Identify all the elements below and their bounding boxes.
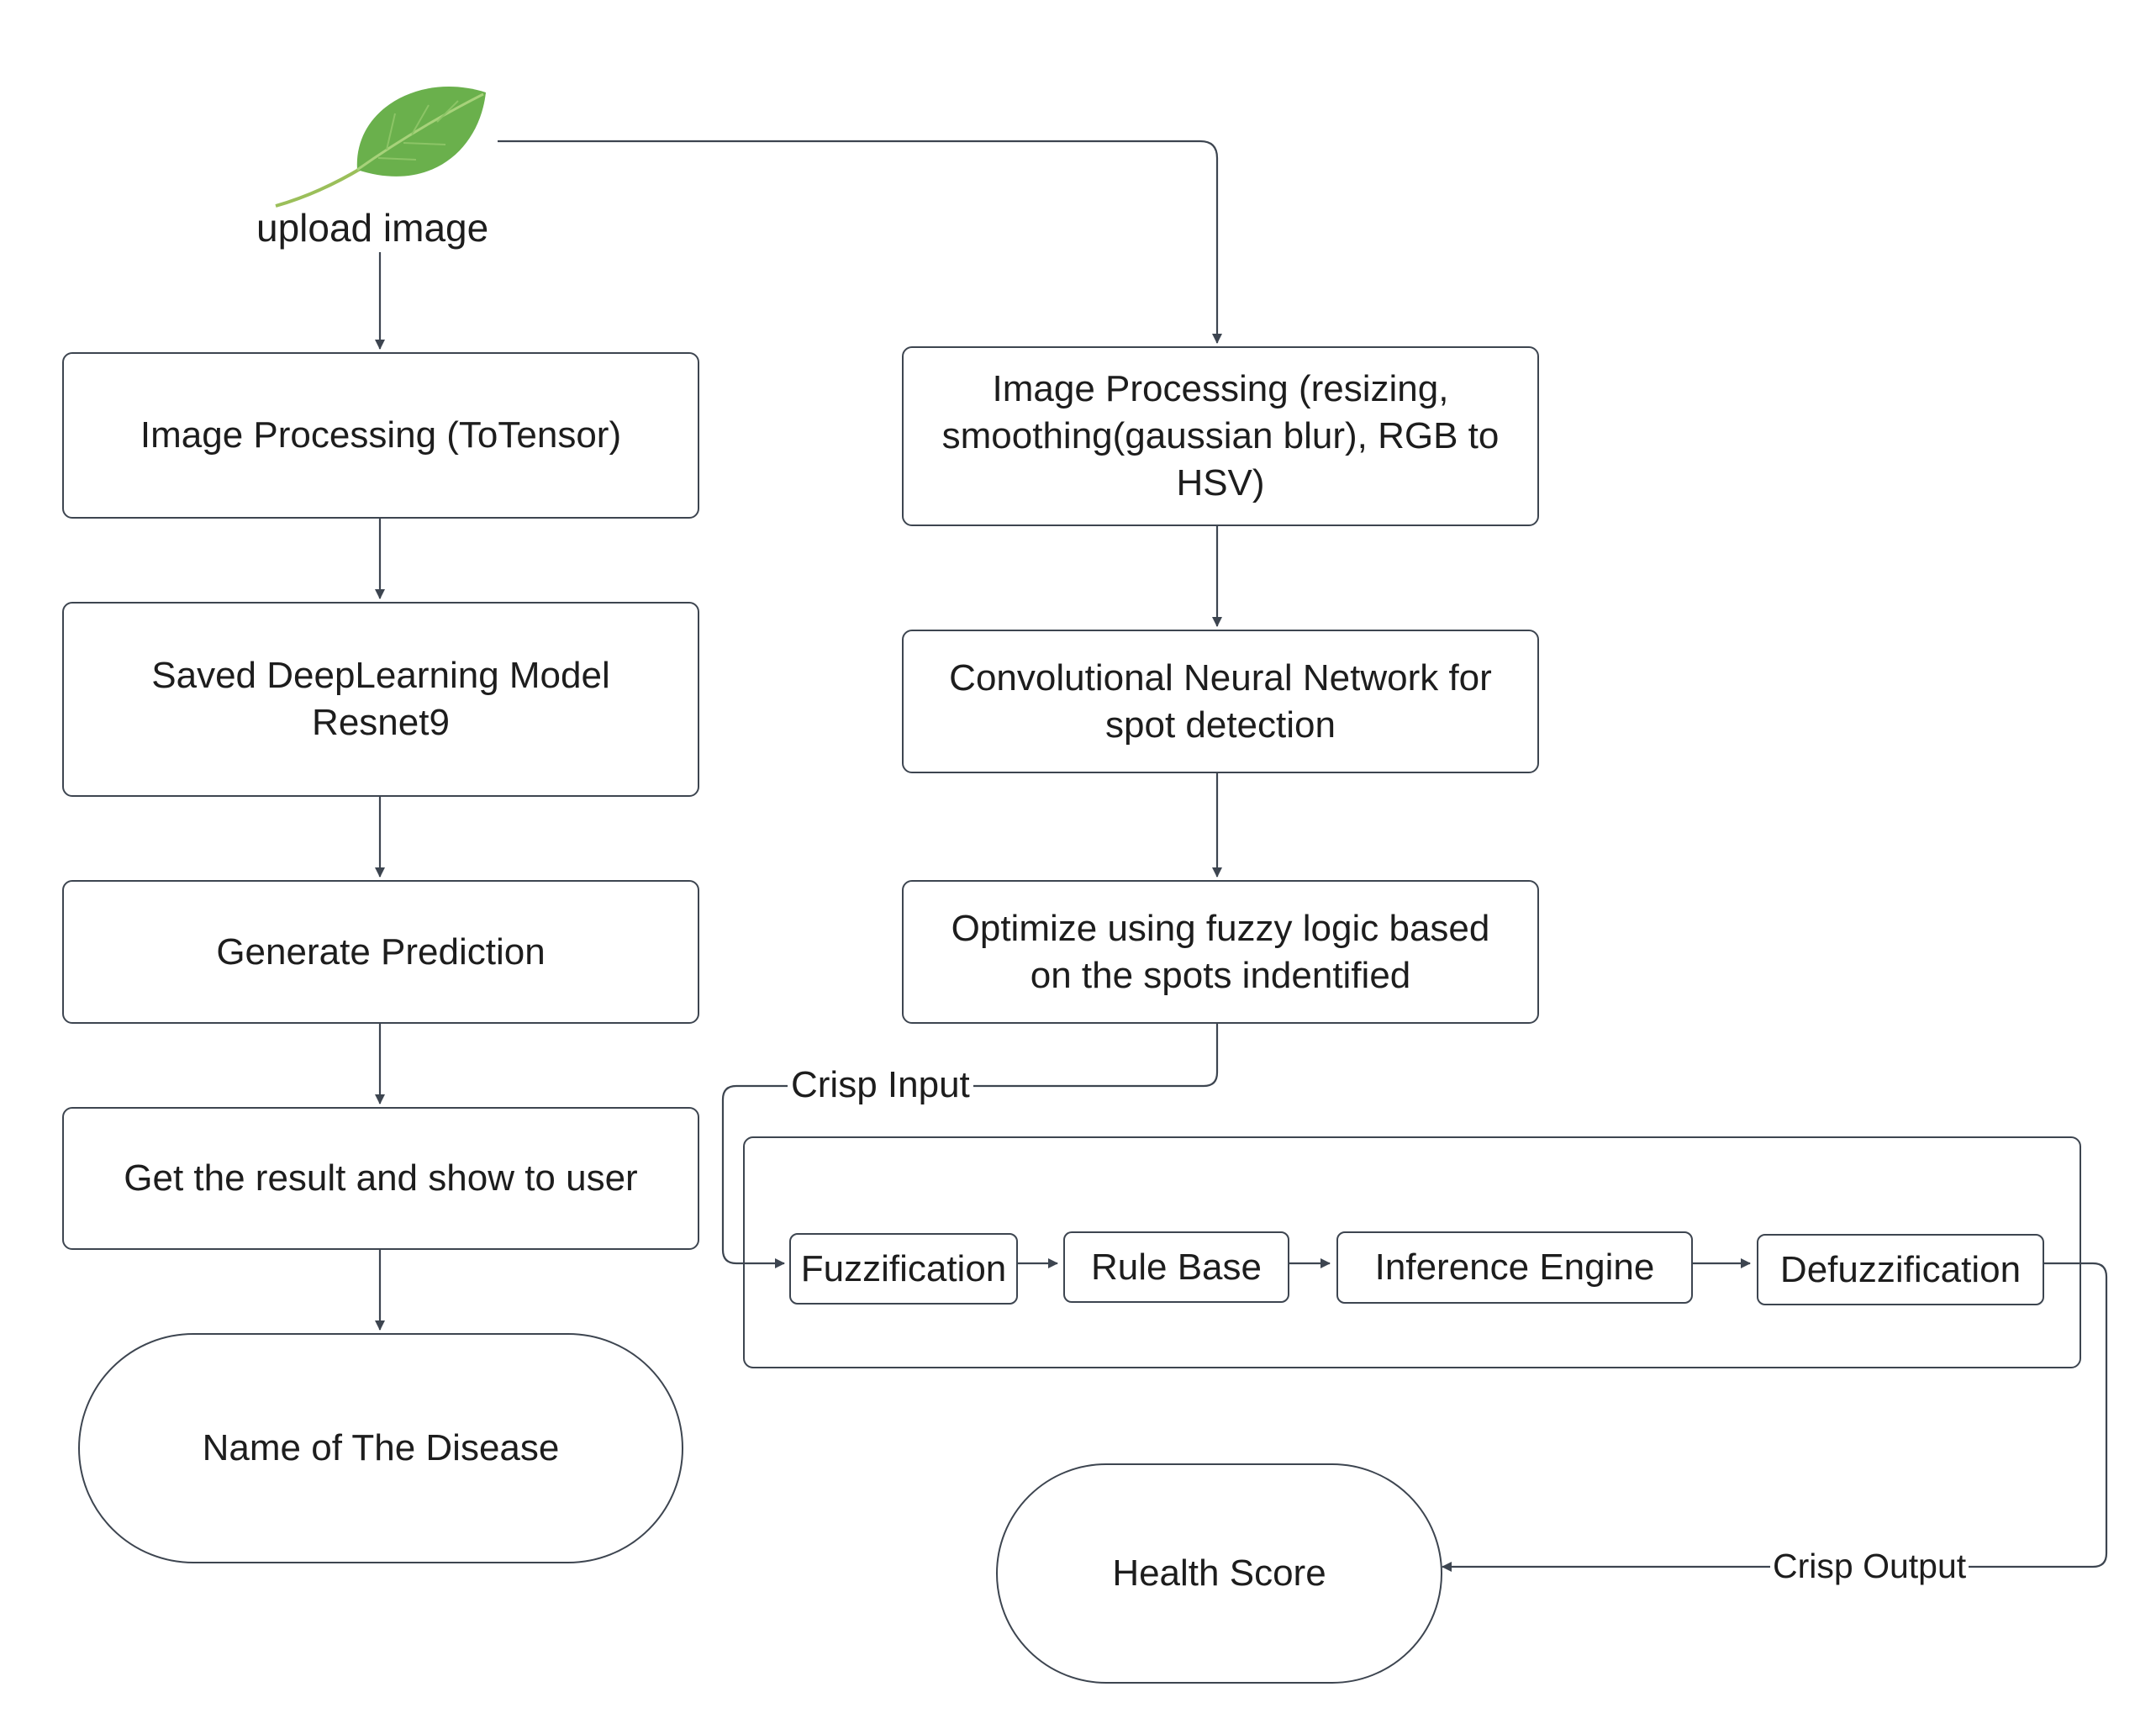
generate-prediction-node: Generate Prediction [62, 880, 699, 1024]
show-result-text: Get the result and show to user [124, 1157, 638, 1199]
crisp-output-label: Crisp Output [1770, 1549, 1969, 1584]
health-score-text: Health Score [1112, 1552, 1326, 1594]
fuzzy-system-container [743, 1136, 2081, 1368]
fuzzy-optimize-line2: on the spots indentified [1030, 954, 1411, 996]
leaf-icon [275, 87, 486, 208]
image-processing-hsv-line1: Image Processing (resizing, [992, 368, 1449, 409]
image-processing-hsv-line3: HSV) [1176, 462, 1265, 503]
image-processing-hsv-line2: smoothing(gaussian blur), RGB to [941, 415, 1500, 456]
connector-crisp-input [721, 1024, 1219, 1268]
health-score-terminal: Health Score [996, 1463, 1442, 1684]
fuzzy-optimize-node: Optimize using fuzzy logic based on the … [902, 880, 1539, 1024]
saved-model-node: Saved DeepLearning Model Resnet9 [62, 602, 699, 797]
inference-engine-text: Inference Engine [1374, 1247, 1655, 1288]
defuzzification-node: Defuzzification [1757, 1234, 2044, 1305]
image-processing-totensor-text: Image Processing (ToTensor) [140, 414, 622, 456]
saved-model-text-line1: Saved DeepLearning Model [151, 655, 610, 696]
cnn-spot-detection-node: Convolutional Neural Network for spot de… [902, 630, 1539, 773]
inference-engine-node: Inference Engine [1336, 1231, 1693, 1304]
connector-upload-to-image-processing [498, 140, 1222, 344]
cnn-spot-detection-line1: Convolutional Neural Network for [949, 656, 1492, 698]
fuzzification-node: Fuzzification [789, 1233, 1018, 1305]
upload-image-label[interactable]: upload image [256, 206, 489, 250]
show-result-node: Get the result and show to user [62, 1107, 699, 1250]
fuzzification-text: Fuzzification [800, 1247, 1007, 1289]
saved-model-text-line2: Resnet9 [312, 702, 450, 743]
disease-name-terminal: Name of The Disease [78, 1333, 683, 1563]
fuzzy-optimize-line1: Optimize using fuzzy logic based [951, 907, 1490, 949]
cnn-spot-detection-line2: spot detection [1105, 704, 1336, 746]
image-processing-hsv-node: Image Processing (resizing, smoothing(ga… [902, 346, 1539, 526]
crisp-input-label: Crisp Input [788, 1067, 973, 1104]
connector-crisp-output [1442, 1262, 2108, 1572]
generate-prediction-text: Generate Prediction [216, 930, 546, 973]
rule-base-text: Rule Base [1090, 1246, 1262, 1288]
rule-base-node: Rule Base [1063, 1231, 1289, 1303]
disease-name-text: Name of The Disease [202, 1427, 560, 1468]
image-processing-totensor-node: Image Processing (ToTensor) [62, 352, 699, 519]
defuzzification-text: Defuzzification [1779, 1248, 2022, 1290]
